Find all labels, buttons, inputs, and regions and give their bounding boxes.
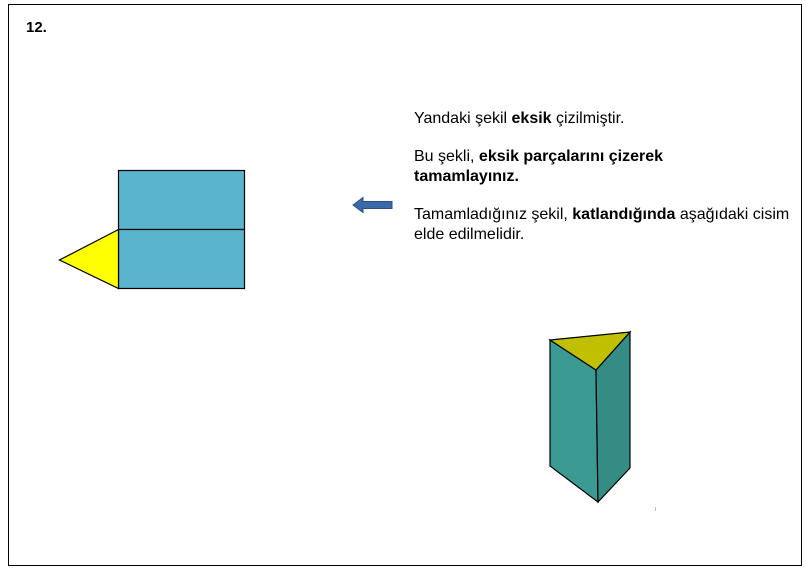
- triangular-prism: [548, 330, 632, 504]
- question-number: 12.: [26, 19, 47, 36]
- net-bottom-rectangle: [117, 228, 246, 290]
- incomplete-prism-net: [58, 169, 246, 290]
- instruction-line-1: Yandaki şekil eksik çizilmiştir.: [414, 110, 625, 127]
- instruction-text: Yandaki şekil eksik çizilmiştir. Bu şekl…: [414, 109, 794, 263]
- instruction-line-3: Tamamladığınız şekil, katlandığında aşağ…: [414, 206, 790, 243]
- net-top-rectangle: [117, 169, 246, 231]
- prism-top-face: [548, 331, 632, 371]
- left-arrow-icon: [352, 196, 393, 214]
- net-triangle: [58, 228, 120, 290]
- stray-mark: [655, 507, 656, 511]
- instruction-line-2: Bu şekli, eksik parçalarını çizerek tama…: [414, 148, 664, 185]
